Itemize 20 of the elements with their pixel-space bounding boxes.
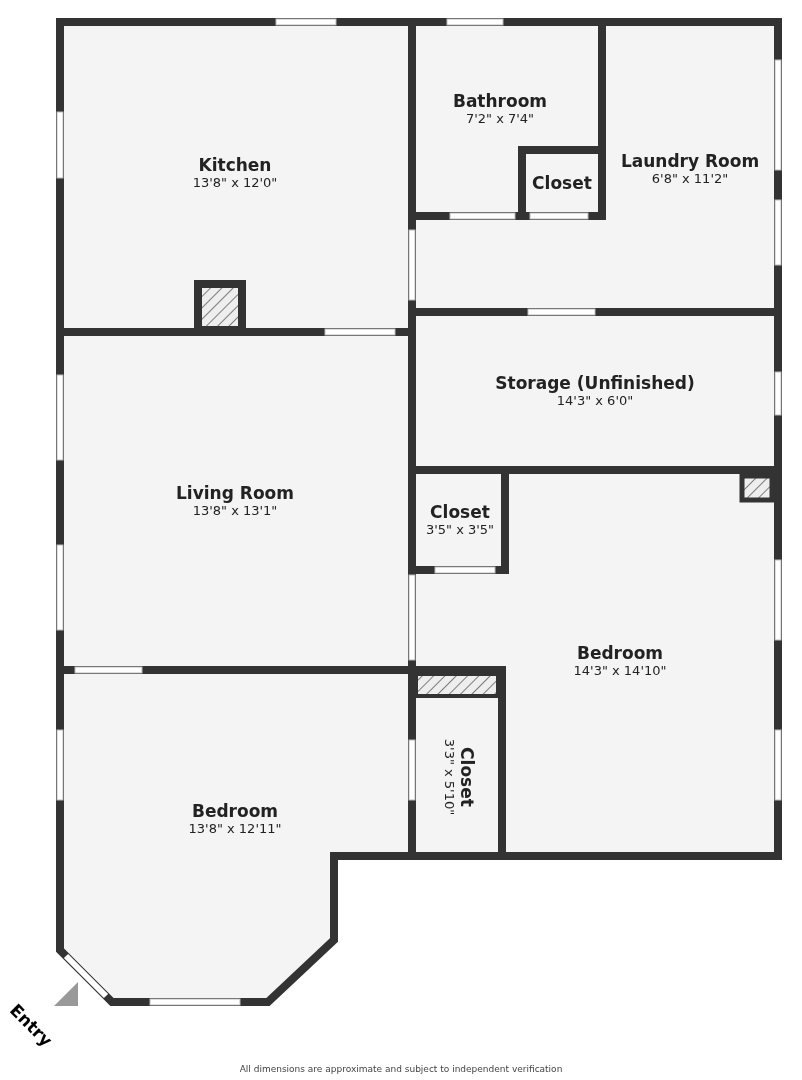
room-dimensions: 14'3" x 6'0": [556, 392, 634, 408]
room-name: Bedroom: [576, 642, 664, 663]
room-dimensions: 7'2" x 7'4": [465, 110, 535, 126]
room-name: Storage (Unfinished): [495, 372, 695, 393]
caption: All dimensions are approximate and subject to independent verification: [239, 1064, 563, 1074]
room-name: Laundry Room: [620, 150, 760, 171]
room-dimensions: 6'8" x 11'2": [651, 170, 729, 186]
room-name: Closet: [456, 747, 477, 807]
room-name: Kitchen: [198, 154, 272, 175]
room-name: Closet: [430, 501, 490, 522]
room-dimensions: 14'3" x 14'10": [573, 662, 667, 678]
room-dimensions: 13'8" x 13'1": [192, 502, 278, 518]
room-dimensions: 13'8" x 12'11": [188, 820, 282, 836]
room-name: Living Room: [176, 482, 294, 503]
room-dimensions: 13'8" x 12'0": [192, 174, 278, 190]
room-dimensions: 3'3" x 5'10": [441, 738, 457, 816]
room-dimensions: 3'5" x 3'5": [425, 521, 495, 537]
room-name: Bathroom: [452, 90, 548, 111]
room-name: Closet: [532, 173, 592, 193]
room-name: Bedroom: [191, 800, 279, 821]
